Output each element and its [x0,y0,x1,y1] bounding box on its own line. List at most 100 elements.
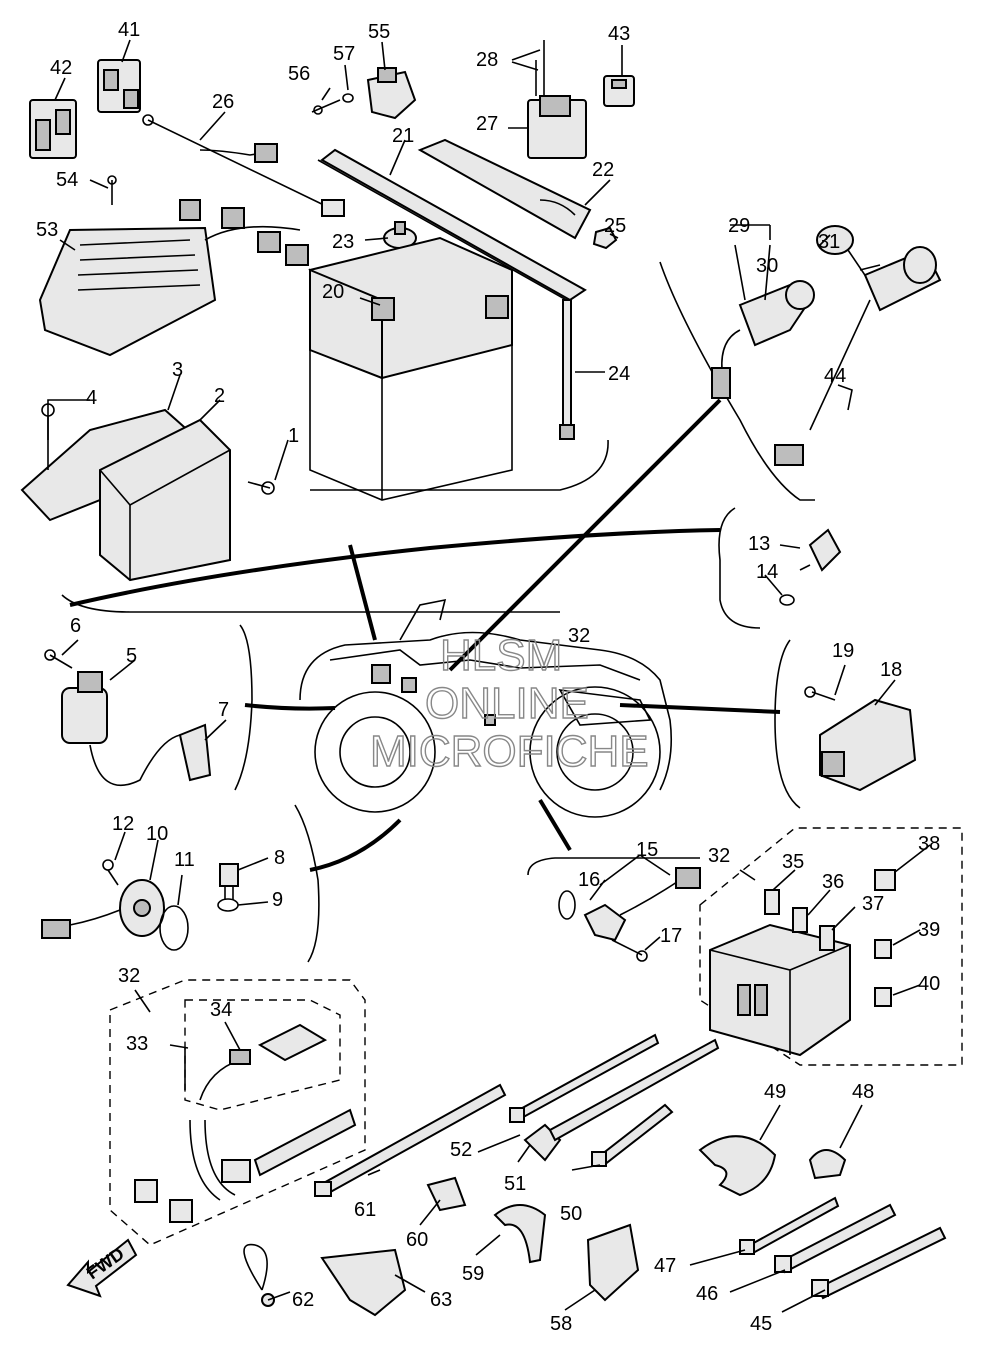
sensor-10 [41,879,165,939]
clamp-tie-51 [523,1038,720,1162]
clamp-49 [698,1135,777,1197]
callout-part-3: 3 [172,359,183,381]
bolt-17 [611,939,648,962]
callout-part-2: 2 [214,385,225,407]
callout-part-44: 44 [824,365,846,387]
callout-part-56: 56 [288,63,310,85]
plug-44 [774,246,942,466]
callout-part-25: 25 [604,215,626,237]
bolt-1 [247,481,275,495]
callout-part-10: 10 [146,823,168,845]
sensor-13 [799,528,842,572]
callout-part-23: 23 [332,231,354,253]
callout-part-5: 5 [126,645,137,667]
callout-part-20: 20 [322,281,344,303]
forward-arrow: FWD [66,1238,138,1298]
callout-part-41: 41 [118,19,140,41]
cable-26 [142,114,345,217]
washer-14 [779,594,795,606]
callout-part-33: 33 [126,1033,148,1055]
switch-key-29 [711,280,815,399]
clamp-48 [808,1149,847,1180]
callout-part-40: 40 [918,973,940,995]
callout-part-29: 29 [728,215,750,237]
callout-part-30: 30 [756,255,778,277]
callout-part-19: 19 [832,640,854,662]
callout-part-55: 55 [368,21,390,43]
watermark: HLSM ONLINE MICROFICHE [369,630,649,776]
callout-part-9: 9 [272,889,283,911]
callout-part-53: 53 [36,219,58,241]
band-45 [811,1226,947,1300]
callout-part-35: 35 [782,851,804,873]
relay-42 [29,99,77,159]
bracket-21 [317,148,587,303]
band-46 [774,1203,897,1274]
cable-tie-61 [314,1083,507,1197]
sub-harness-group-32 [109,979,366,1246]
callout-part-26: 26 [212,91,234,113]
screw-54 [107,175,117,205]
callout-part-12: 12 [112,813,134,835]
callout-leaders [47,39,931,1313]
washer-57 [342,93,354,103]
callout-part-11: 11 [174,849,195,871]
sensor-15 [583,867,701,942]
callout-part-34: 34 [210,999,232,1021]
callout-part-28: 28 [476,49,498,71]
callout-part-6: 6 [70,615,81,637]
callout-part-32-left: 32 [118,965,140,987]
callout-part-57: 57 [333,43,355,65]
callout-part-4: 4 [86,387,97,409]
atv-illustration [299,598,673,818]
bolt-56 [311,99,341,115]
callout-part-46: 46 [696,1283,718,1305]
callout-part-14: 14 [756,561,778,583]
callout-part-27: 27 [476,113,498,135]
callout-part-24: 24 [608,363,630,385]
callout-part-22: 22 [592,159,614,181]
callout-part-54: 54 [56,169,78,191]
callout-part-37: 37 [862,893,884,915]
callout-part-48: 48 [852,1081,874,1103]
cdi-unit-53 [38,199,309,357]
callout-part-51: 51 [504,1173,526,1195]
nut-25 [592,226,618,250]
clamp-59 [493,1204,547,1264]
sensor-55 [366,67,417,120]
callout-part-52: 52 [450,1139,472,1161]
callout-part-17: 17 [660,925,682,947]
bolt-19 [804,686,836,701]
callout-part-45: 45 [750,1313,772,1335]
callout-part-39: 39 [918,919,940,941]
cover-22 [417,138,592,240]
callout-part-58: 58 [550,1313,572,1335]
holder-58 [586,1223,640,1302]
callout-part-61: 61 [354,1199,376,1221]
callout-part-49: 49 [764,1081,786,1103]
callout-part-36: 36 [822,871,844,893]
callout-part-43: 43 [608,23,630,45]
key-31 [816,225,881,291]
starter-relay-27 [527,40,587,159]
callout-part-32-right: 32 [708,845,730,867]
fuse-43 [603,75,635,107]
callout-part-21: 21 [392,125,414,147]
callout-part-50: 50 [560,1203,582,1225]
rod-24 [559,299,575,440]
callout-part-63: 63 [430,1289,452,1311]
callout-part-8: 8 [274,847,285,869]
washer-9 [217,898,239,912]
cable-tie-50 [591,1103,674,1167]
callout-part-38: 38 [918,833,940,855]
loop-62 [243,1243,275,1307]
battery-20 [308,236,513,501]
cable-tie-52 [509,1033,660,1123]
bolt-6 [44,649,73,669]
leader-lines [69,398,781,872]
bolt-12 [102,859,119,886]
watermark-line-1: HLSM [440,631,562,680]
